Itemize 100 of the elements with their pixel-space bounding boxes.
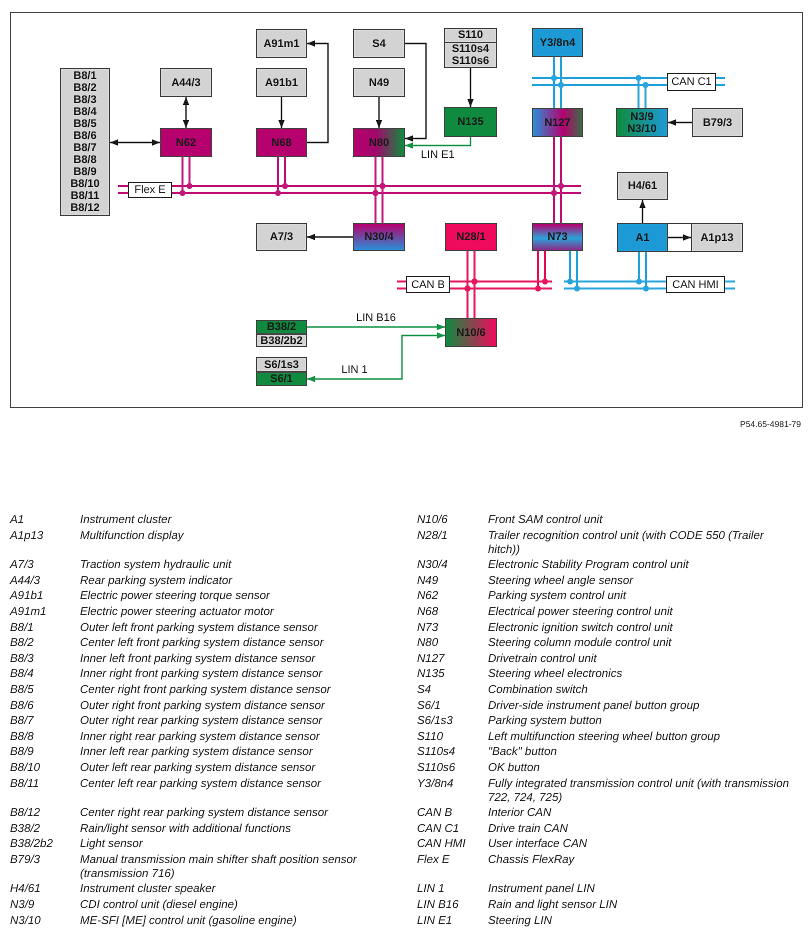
arrow [307,40,329,144]
component-description: Electrical power steering control unit [488,604,673,619]
component-code: A91m1 [10,604,46,619]
bus-drop-line [636,251,649,292]
component-description: Manual transmission main shifter shaft position sensor (transmission 716) [80,852,358,881]
component-description: Electronic Stability Program control unit [488,558,689,572]
component-code: B8/2 [10,636,34,650]
component-code: Flex E [417,852,450,868]
component-box: N62 [160,128,212,157]
component-description: Outer left front parking system distance sensor [80,620,318,635]
component-code: B8/7 [73,142,97,154]
component-code: A91b1 [10,589,44,604]
component-description: Outer right rear parking system distance sensor [80,714,322,728]
component-code: S6/1s3 [417,714,453,728]
component-box: N80 [353,128,405,157]
component-box [60,68,110,216]
component-code: B8/12 [70,202,100,214]
component-description: Inner right front parking system distance sensor [80,667,322,682]
bus-drop-line [275,156,288,196]
component-box: N30/4 [353,223,405,251]
component-code: LIN E1 [417,914,452,928]
component-code: B8/3 [10,652,34,666]
component-code: S110s4 [417,745,456,760]
component-box: N49 [353,68,405,97]
component-code: N3/9 [10,898,34,912]
component-description: Parking system button [488,714,602,728]
arrow [307,324,445,330]
bus-drop-line [636,75,648,109]
component-code: N30/4 [417,558,448,572]
reference-number: P54.65-4981-79 [740,419,801,429]
component-code: B38/2 [10,822,40,836]
component-code: N73 [417,620,438,635]
component-code: B8/4 [73,106,97,118]
component-code: B8/9 [73,166,97,178]
component-box: N28/1 [445,223,497,251]
bus-drop-line [535,250,548,292]
component-code: B8/5 [10,682,34,697]
arrow [405,42,427,142]
arrow [639,200,646,223]
component-code: N135 [417,667,444,682]
component-code: B8/11 [70,190,100,202]
component-description: Driver-side instrument panel button group [488,698,700,713]
component-description: Center left rear parking system distance sensor [80,776,321,792]
component-box: A1p13 [691,223,743,252]
component-code: B8/9 [10,745,34,760]
component-code: S4 [417,682,432,697]
component-code: N80 [417,636,438,650]
arrow [467,68,474,107]
component-description: Outer right front parking system distance sensor [80,698,325,713]
component-description: Combination switch [488,682,588,697]
component-description: Instrument cluster [80,513,172,527]
component-description: Inner left rear parking system distance sensor [80,745,313,760]
component-description: Light sensor [80,837,143,852]
component-box: N73 [532,223,583,251]
component-code: LIN B16 [417,898,459,912]
component-box [616,108,668,137]
bus-drop-line [464,278,478,319]
bus-drop-line [372,183,386,224]
component-code: B79/3 [10,852,40,868]
component-code: B8/6 [10,698,34,713]
component-code: B8/11 [10,776,40,792]
edge-label: LIN B16 [354,312,398,324]
bus-label-box: Flex E [128,182,172,198]
component-description: CDI control unit (diesel engine) [80,898,238,912]
component-description: OK button [488,760,540,775]
component-box: A44/3 [160,68,212,97]
component-description: Chassis FlexRay [488,852,574,868]
component-code: N3/10 [10,914,41,928]
component-code: A7/3 [10,558,34,572]
component-description: Electronic ignition switch control unit [488,620,673,635]
component-code: B8/10 [70,178,100,190]
component-code: S110s6 [417,760,456,775]
component-code: CAN B [417,806,452,820]
component-description: Steering column module control unit [488,636,672,650]
component-box: S4 [353,29,405,58]
component-code: B8/12 [10,806,40,820]
component-description: Multifunction display [80,528,184,544]
component-code: B8/4 [10,667,34,682]
component-code: CAN HMI [417,837,466,852]
component-box: S6/1 [256,372,307,386]
component-description: User interface CAN [488,837,588,852]
component-description: Steering wheel electronics [488,667,622,682]
edge-label: LIN E1 [418,148,457,160]
component-code: N127 [417,652,444,666]
component-code: B38/2b2 [10,837,53,852]
component-code: CAN C1 [417,822,460,836]
arrow [668,119,692,126]
component-code: B8/6 [73,130,97,142]
component-code: S6/1 [417,698,441,713]
component-code: LIN 1 [417,882,444,896]
component-code: B8/10 [10,760,40,775]
component-description: Drive train CAN [488,822,568,836]
component-description: Inner right rear parking system distance sensor [80,730,320,744]
component-box: A7/3 [256,223,307,251]
component-box: N68 [256,128,307,157]
component-description: Inner left front parking system distance sensor [80,652,316,666]
component-description: Left multifunction steering wheel button group [488,730,720,744]
component-code: B8/8 [10,730,34,744]
component-description: Rear parking system indicator [80,574,232,588]
component-code: S110s6 [452,55,490,67]
